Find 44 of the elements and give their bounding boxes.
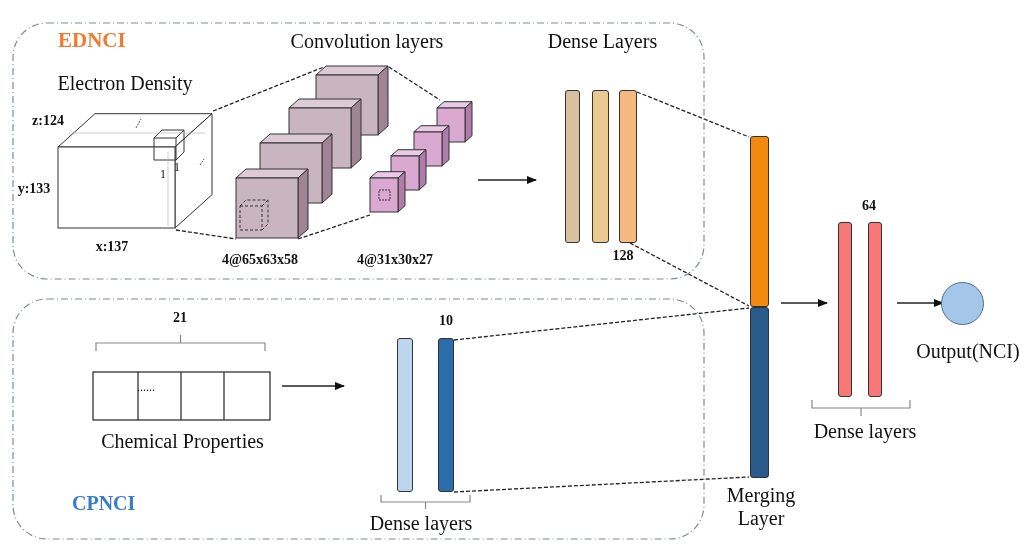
panel-title: CPNCI [72,492,137,515]
unit-count: 64 [861,198,877,215]
output-label: Output(NCI) [915,340,1021,363]
layer-bar [619,90,637,243]
layer-heading: Merging Layer [725,484,797,530]
arrow [281,382,345,390]
dimension-label: y:133 [16,181,52,198]
projection-line [212,66,325,112]
ellipsis-text: ...... [137,381,156,395]
arrow [477,176,537,184]
layer-bar [750,136,769,307]
layer-size-label: 4@65x63x58 [221,252,299,269]
unit-count: 128 [611,248,635,265]
layer-bar [838,222,852,397]
input-label: Chemical Properties [100,430,265,453]
feature-count: 21 [172,310,188,327]
projection-line [629,242,750,307]
layer-bar [750,307,769,478]
dimension-label: 1 [174,161,181,175]
layer-bar [565,90,580,243]
layer-bar [592,90,609,243]
layer-heading: Dense layers [812,420,918,443]
dashed-panel [12,298,705,540]
unit-count: 10 [438,313,454,330]
arrow [780,299,828,307]
layer-heading: Dense layers [368,512,474,535]
projection-line [453,476,750,493]
layer-heading: Dense Layers [546,30,659,53]
input-label: Electron Density [56,72,194,95]
dimension-label: x:137 [94,239,130,256]
projection-line [175,229,237,240]
projection-line [388,66,441,101]
panel-title: EDNCI [58,28,127,53]
layer-heading: Convolution layers [289,30,445,53]
dimension-label: 1 [160,168,167,182]
dimension-label: z:124 [31,113,65,130]
layer-bar [868,222,882,397]
dashed-panel [12,22,705,280]
projection-line [636,91,750,138]
layer-bar [397,338,413,492]
layer-bar [438,338,454,492]
layer-size-label: 4@31x30x27 [356,252,434,269]
projection-line [453,307,750,341]
projection-line [297,214,371,240]
